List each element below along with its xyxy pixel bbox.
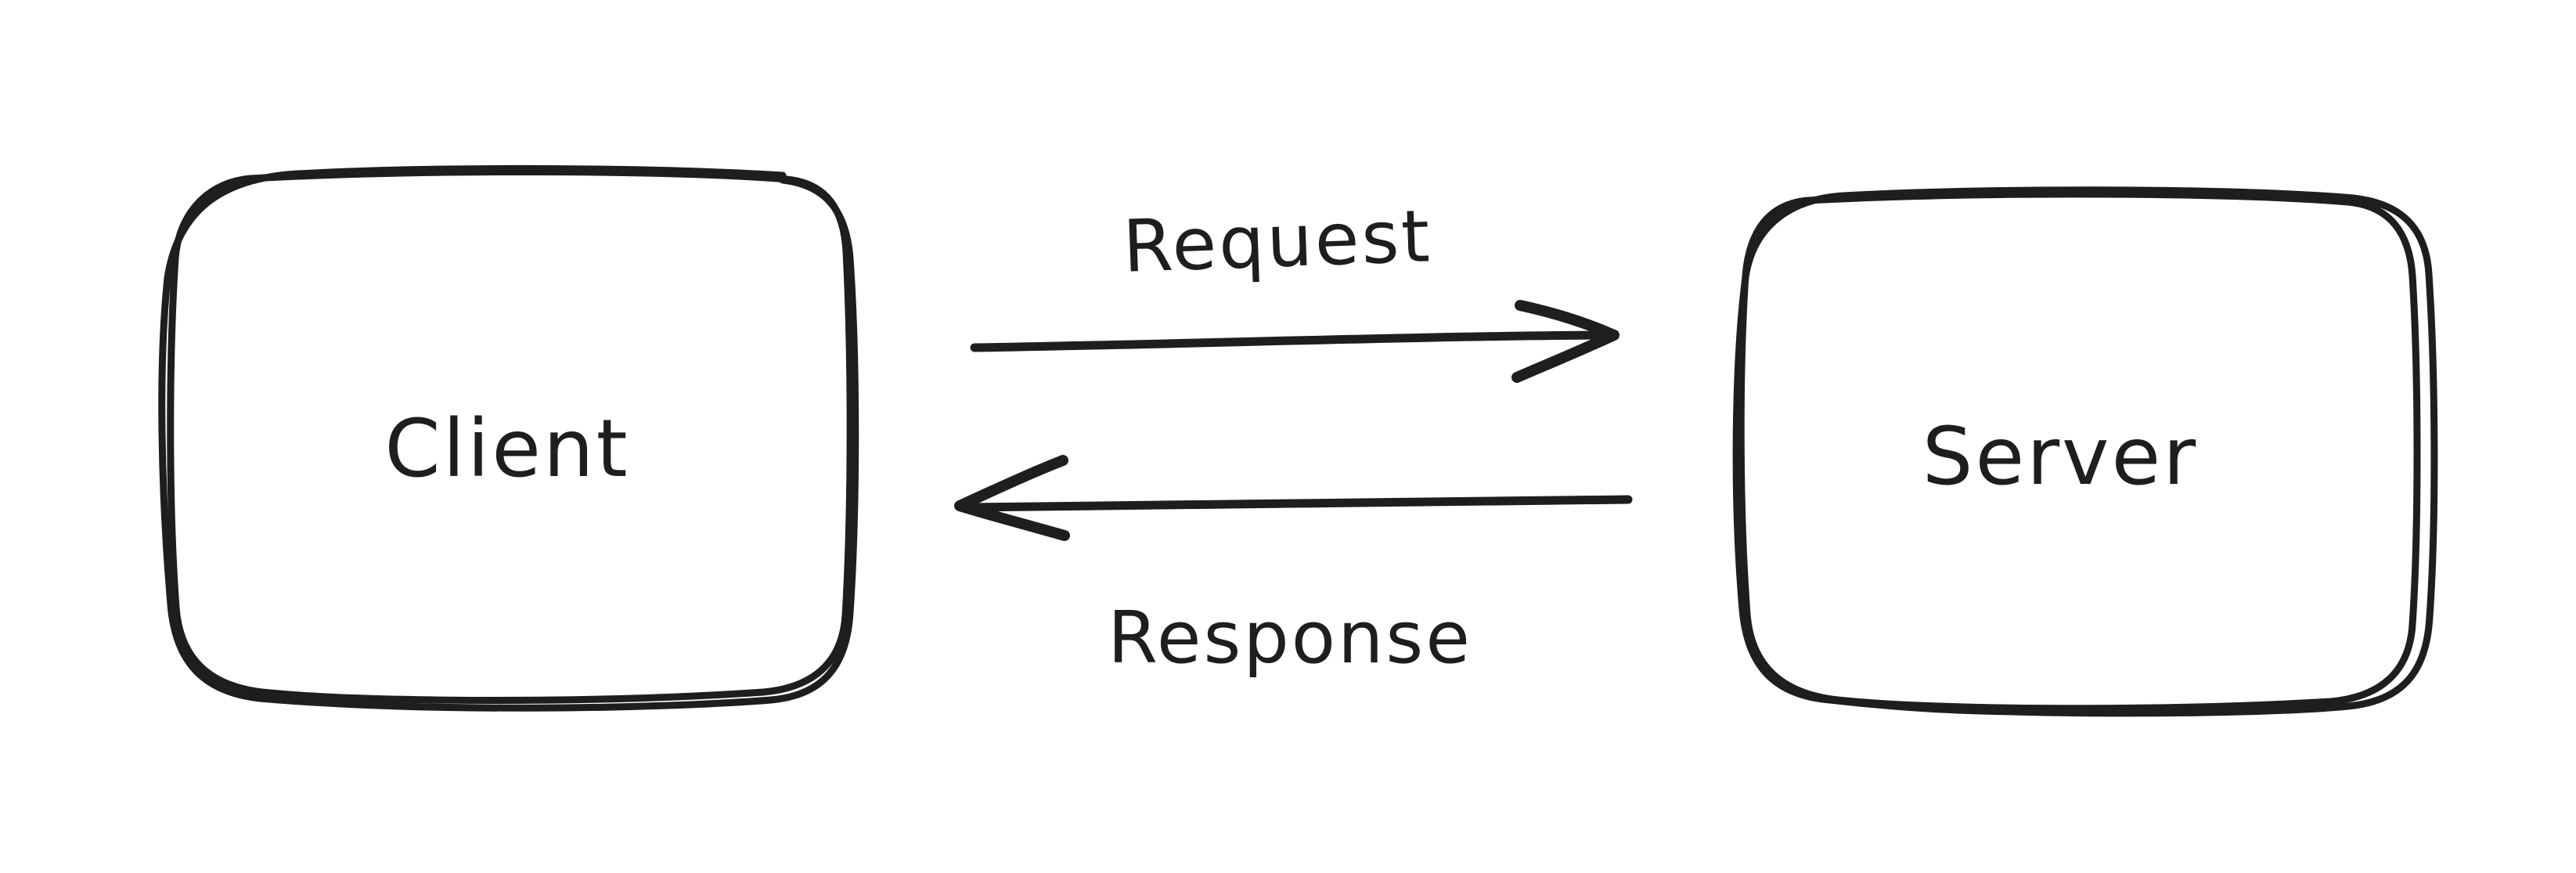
- node-client[interactable]: Client: [158, 164, 859, 712]
- server-box-outline-second-pass: [1732, 186, 2438, 717]
- server-label: Server: [1922, 410, 2199, 503]
- node-server[interactable]: Server: [1732, 186, 2438, 717]
- request-arrow-line: [970, 330, 1616, 352]
- client-label: Client: [384, 402, 629, 496]
- request-label: Request: [1122, 194, 1433, 289]
- response-arrow-line: [963, 495, 1633, 512]
- response-arrowhead: [954, 455, 1070, 541]
- edge-response[interactable]: Response: [954, 455, 1633, 680]
- client-box-outline-second-pass: [158, 164, 859, 712]
- request-arrowhead: [1511, 300, 1619, 383]
- server-box-outline: [1737, 190, 2421, 712]
- response-label: Response: [1108, 596, 1472, 680]
- edge-request[interactable]: Request: [970, 194, 1619, 383]
